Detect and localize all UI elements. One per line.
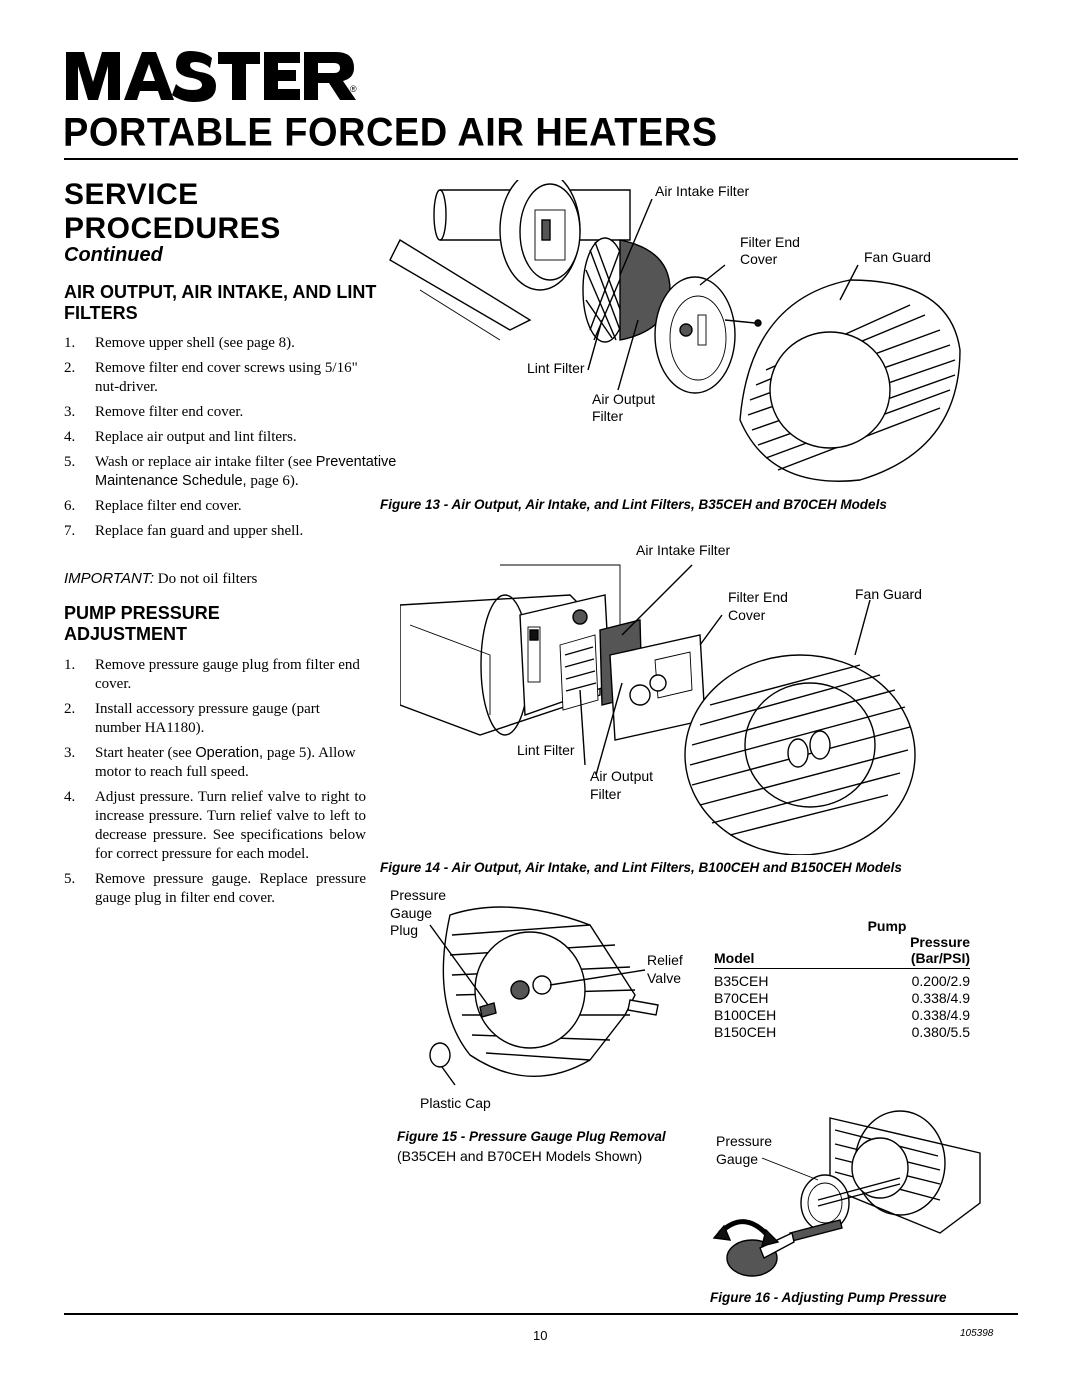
table-header-model: Model (714, 950, 755, 966)
list-item: 1.Remove upper shell (see page 8). (64, 335, 295, 351)
section-title-line2: PROCEDURES (64, 212, 281, 245)
table-cell-pressure: 0.338/4.9 (911, 990, 970, 1006)
registered-mark: ® (350, 84, 357, 94)
maintenance-schedule-ref: Preventative Maintenance Schedule, (95, 454, 397, 489)
master-logo (66, 51, 356, 102)
operation-ref: Operation, (195, 745, 264, 761)
fig13-filter-end-cover-label-2: Cover (740, 251, 778, 267)
pump-steps: 1.Remove pressure gauge plug from filter… (64, 656, 366, 914)
table-cell-model: B35CEH (714, 973, 769, 989)
fig14-fan-guard-label: Fan Guard (855, 586, 922, 602)
list-item: 5.Wash or replace air intake filter (see… (64, 454, 397, 489)
figure-14-illustration (400, 564, 916, 855)
figure-13-illustration (389, 180, 961, 482)
table-header-pressure-1: Pump (867, 918, 907, 934)
fig15-pressure-gauge-plug-label-2: Gauge (390, 905, 433, 921)
list-item: 2.Remove filter end cover screws using 5… (64, 360, 358, 395)
important-note: IMPORTANT: Do not oil filters (64, 570, 258, 587)
figure-15-illustration (429, 906, 659, 1086)
table-row: B70CEH 0.338/4.9 (714, 990, 970, 1007)
table-row: B100CEH 0.338/4.9 (714, 1007, 970, 1024)
table-cell-pressure: 0.200/2.9 (911, 973, 970, 989)
list-item: 7.Replace fan guard and upper shell. (64, 523, 304, 539)
table-cell-model: B100CEH (714, 1007, 777, 1023)
list-item: 4.Adjust pressure. Turn relief valve to … (64, 789, 366, 862)
pump-heading: PUMP PRESSURE ADJUSTMENT (64, 603, 220, 644)
table-header-pressure-3: (Bar/PSI) (910, 950, 970, 966)
fig16-pressure-gauge-label-1: Pressure (716, 1133, 773, 1149)
section-title-line1: SERVICE (64, 178, 199, 211)
fig13-air-output-filter-label-2: Filter (592, 408, 624, 424)
list-item: 2.Install accessory pressure gauge (part… (64, 701, 320, 736)
page-title: PORTABLE FORCED AIR HEATERS (63, 110, 718, 156)
figure-13-caption: Figure 13 - Air Output, Air Intake, and … (380, 497, 887, 512)
table-header-pressure-2: Pressure (910, 934, 970, 950)
table-header-model-empty (714, 918, 825, 934)
fig13-filter-end-cover-label-1: Filter End (740, 234, 800, 250)
pump-pressure-table: Pump Pressure Model (Bar/PSI) B35CEH 0.2… (714, 918, 970, 1041)
fig15-pressure-gauge-plug-label-1: Pressure (390, 887, 447, 903)
fig14-filter-end-cover-label-2: Cover (728, 607, 766, 623)
fig13-air-intake-filter-label: Air Intake Filter (655, 183, 750, 199)
list-item: 6.Replace filter end cover. (64, 498, 242, 514)
document-number: 105398 (960, 1328, 994, 1339)
fig13-fan-guard-label: Fan Guard (864, 249, 931, 265)
fig14-lint-filter-label: Lint Filter (517, 742, 575, 758)
table-header-row: Pump (714, 918, 970, 934)
filters-steps: 1.Remove upper shell (see page 8). 2.Rem… (64, 334, 396, 547)
fig13-lint-filter-label: Lint Filter (527, 360, 585, 376)
table-cell-pressure: 0.338/4.9 (911, 1007, 970, 1023)
figure-15-caption-sub: (B35CEH and B70CEH Models Shown) (397, 1148, 643, 1164)
page-number: 10 (533, 1328, 548, 1343)
table-cell-pressure: 0.380/5.5 (911, 1024, 970, 1040)
fig15-pressure-gauge-plug-label-3: Plug (390, 922, 419, 938)
fig14-filter-end-cover-label-1: Filter End (728, 589, 788, 605)
filters-heading: AIR OUTPUT, AIR INTAKE, AND LINT FILTERS (64, 282, 377, 323)
list-item: 5.Remove pressure gauge. Replace pressur… (64, 871, 366, 906)
table-cell-model: B150CEH (714, 1024, 777, 1040)
figure-16-illustration (712, 1110, 981, 1277)
fig13-air-output-filter-label-1: Air Output (592, 391, 656, 407)
fig15-relief-valve-label-2: Valve (647, 970, 681, 986)
list-item: 3.Start heater (see Operation, page 5). … (64, 745, 356, 780)
header-rule (64, 158, 1018, 160)
table-cell-model: B70CEH (714, 990, 769, 1006)
table-row: B150CEH 0.380/5.5 (714, 1024, 970, 1041)
fig15-relief-valve-label-1: Relief (647, 952, 683, 968)
continued-label: Continued (64, 244, 163, 266)
figure-16-caption: Figure 16 - Adjusting Pump Pressure (710, 1290, 947, 1305)
fig16-pressure-gauge-label-2: Gauge (716, 1151, 759, 1167)
fig14-air-output-filter-label-2: Filter (590, 786, 622, 802)
fig14-air-output-filter-label-1: Air Output (590, 768, 654, 784)
list-item: 1.Remove pressure gauge plug from filter… (64, 657, 360, 692)
footer-rule (64, 1313, 1018, 1315)
fig14-air-intake-filter-label: Air Intake Filter (636, 542, 731, 558)
fig15-plastic-cap-label: Plastic Cap (420, 1095, 491, 1111)
figure-14-caption: Figure 14 - Air Output, Air Intake, and … (380, 860, 902, 875)
list-item: 3.Remove filter end cover. (64, 404, 244, 420)
list-item: 4.Replace air output and lint filters. (64, 429, 297, 445)
figure-15-caption: Figure 15 - Pressure Gauge Plug Removal (397, 1129, 666, 1144)
important-label: IMPORTANT: (64, 570, 154, 587)
table-row: B35CEH 0.200/2.9 (714, 969, 970, 991)
